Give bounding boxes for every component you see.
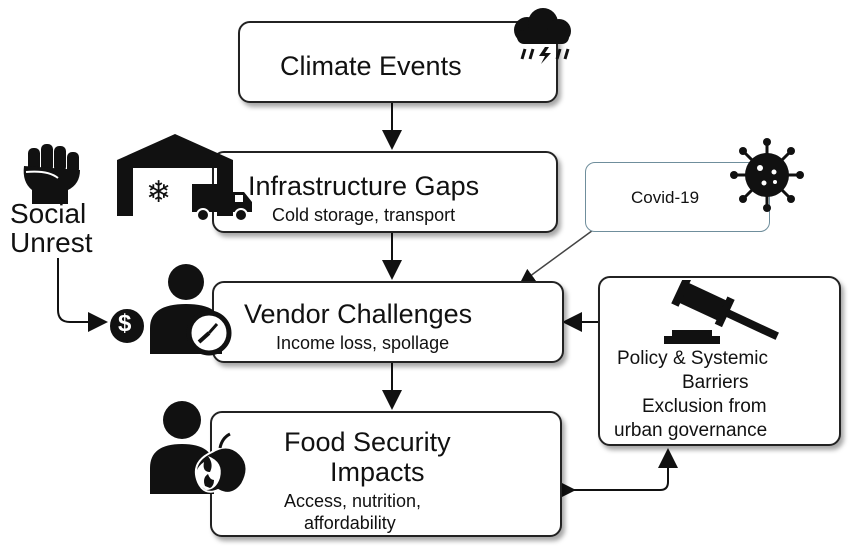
food-security-title-line2: Impacts bbox=[330, 457, 425, 487]
snowflake-icon: ❄ bbox=[146, 176, 172, 209]
food-security-box: Food Security Impacts Access, nutrition,… bbox=[210, 411, 562, 537]
food-security-sub-line2: affordability bbox=[304, 513, 396, 533]
raised-fist-icon bbox=[23, 144, 81, 204]
rain-cloud-icon bbox=[514, 8, 571, 64]
climate-events-title: Climate Events bbox=[280, 51, 462, 81]
climate-events-box: Climate Events bbox=[238, 21, 558, 103]
social-unrest-line2: Unrest bbox=[10, 227, 93, 258]
clock-icon bbox=[186, 310, 232, 356]
infrastructure-gaps-subtitle: Cold storage, transport bbox=[272, 205, 456, 225]
delivery-truck-icon bbox=[192, 184, 252, 222]
policy-line3: Exclusion from bbox=[642, 396, 767, 417]
vendor-challenges-title: Vendor Challenges bbox=[244, 299, 473, 329]
food-security-sub-line1: Access, nutrition, bbox=[284, 491, 422, 511]
vendor-challenges-subtitle: Income loss, spollage bbox=[276, 333, 450, 353]
vendor-challenges-box: Vendor Challenges Income loss, spollage bbox=[212, 281, 564, 363]
infrastructure-gaps-title: Infrastructure Gaps bbox=[248, 171, 480, 201]
person-apple-icon bbox=[150, 401, 248, 494]
arrow-policy-food-bidirectional bbox=[556, 448, 678, 500]
policy-line4: urban governance bbox=[614, 420, 768, 441]
arrow-social-to-vendor bbox=[57, 258, 108, 332]
dollar-coin-icon bbox=[108, 307, 146, 345]
gavel-icon bbox=[664, 280, 779, 344]
policy-line2: Barriers bbox=[682, 372, 749, 393]
virus-icon bbox=[730, 138, 804, 212]
policy-line1: Policy & Systemic bbox=[617, 348, 768, 369]
infrastructure-gaps-box: Infrastructure Gaps Cold storage, transp… bbox=[212, 151, 558, 233]
arrow-covid-to-vendor bbox=[519, 224, 601, 284]
dollar-sign-glyph: $ bbox=[118, 310, 132, 337]
covid-label: Covid-19 bbox=[631, 188, 700, 207]
food-security-title-line1: Food Security bbox=[284, 427, 451, 457]
